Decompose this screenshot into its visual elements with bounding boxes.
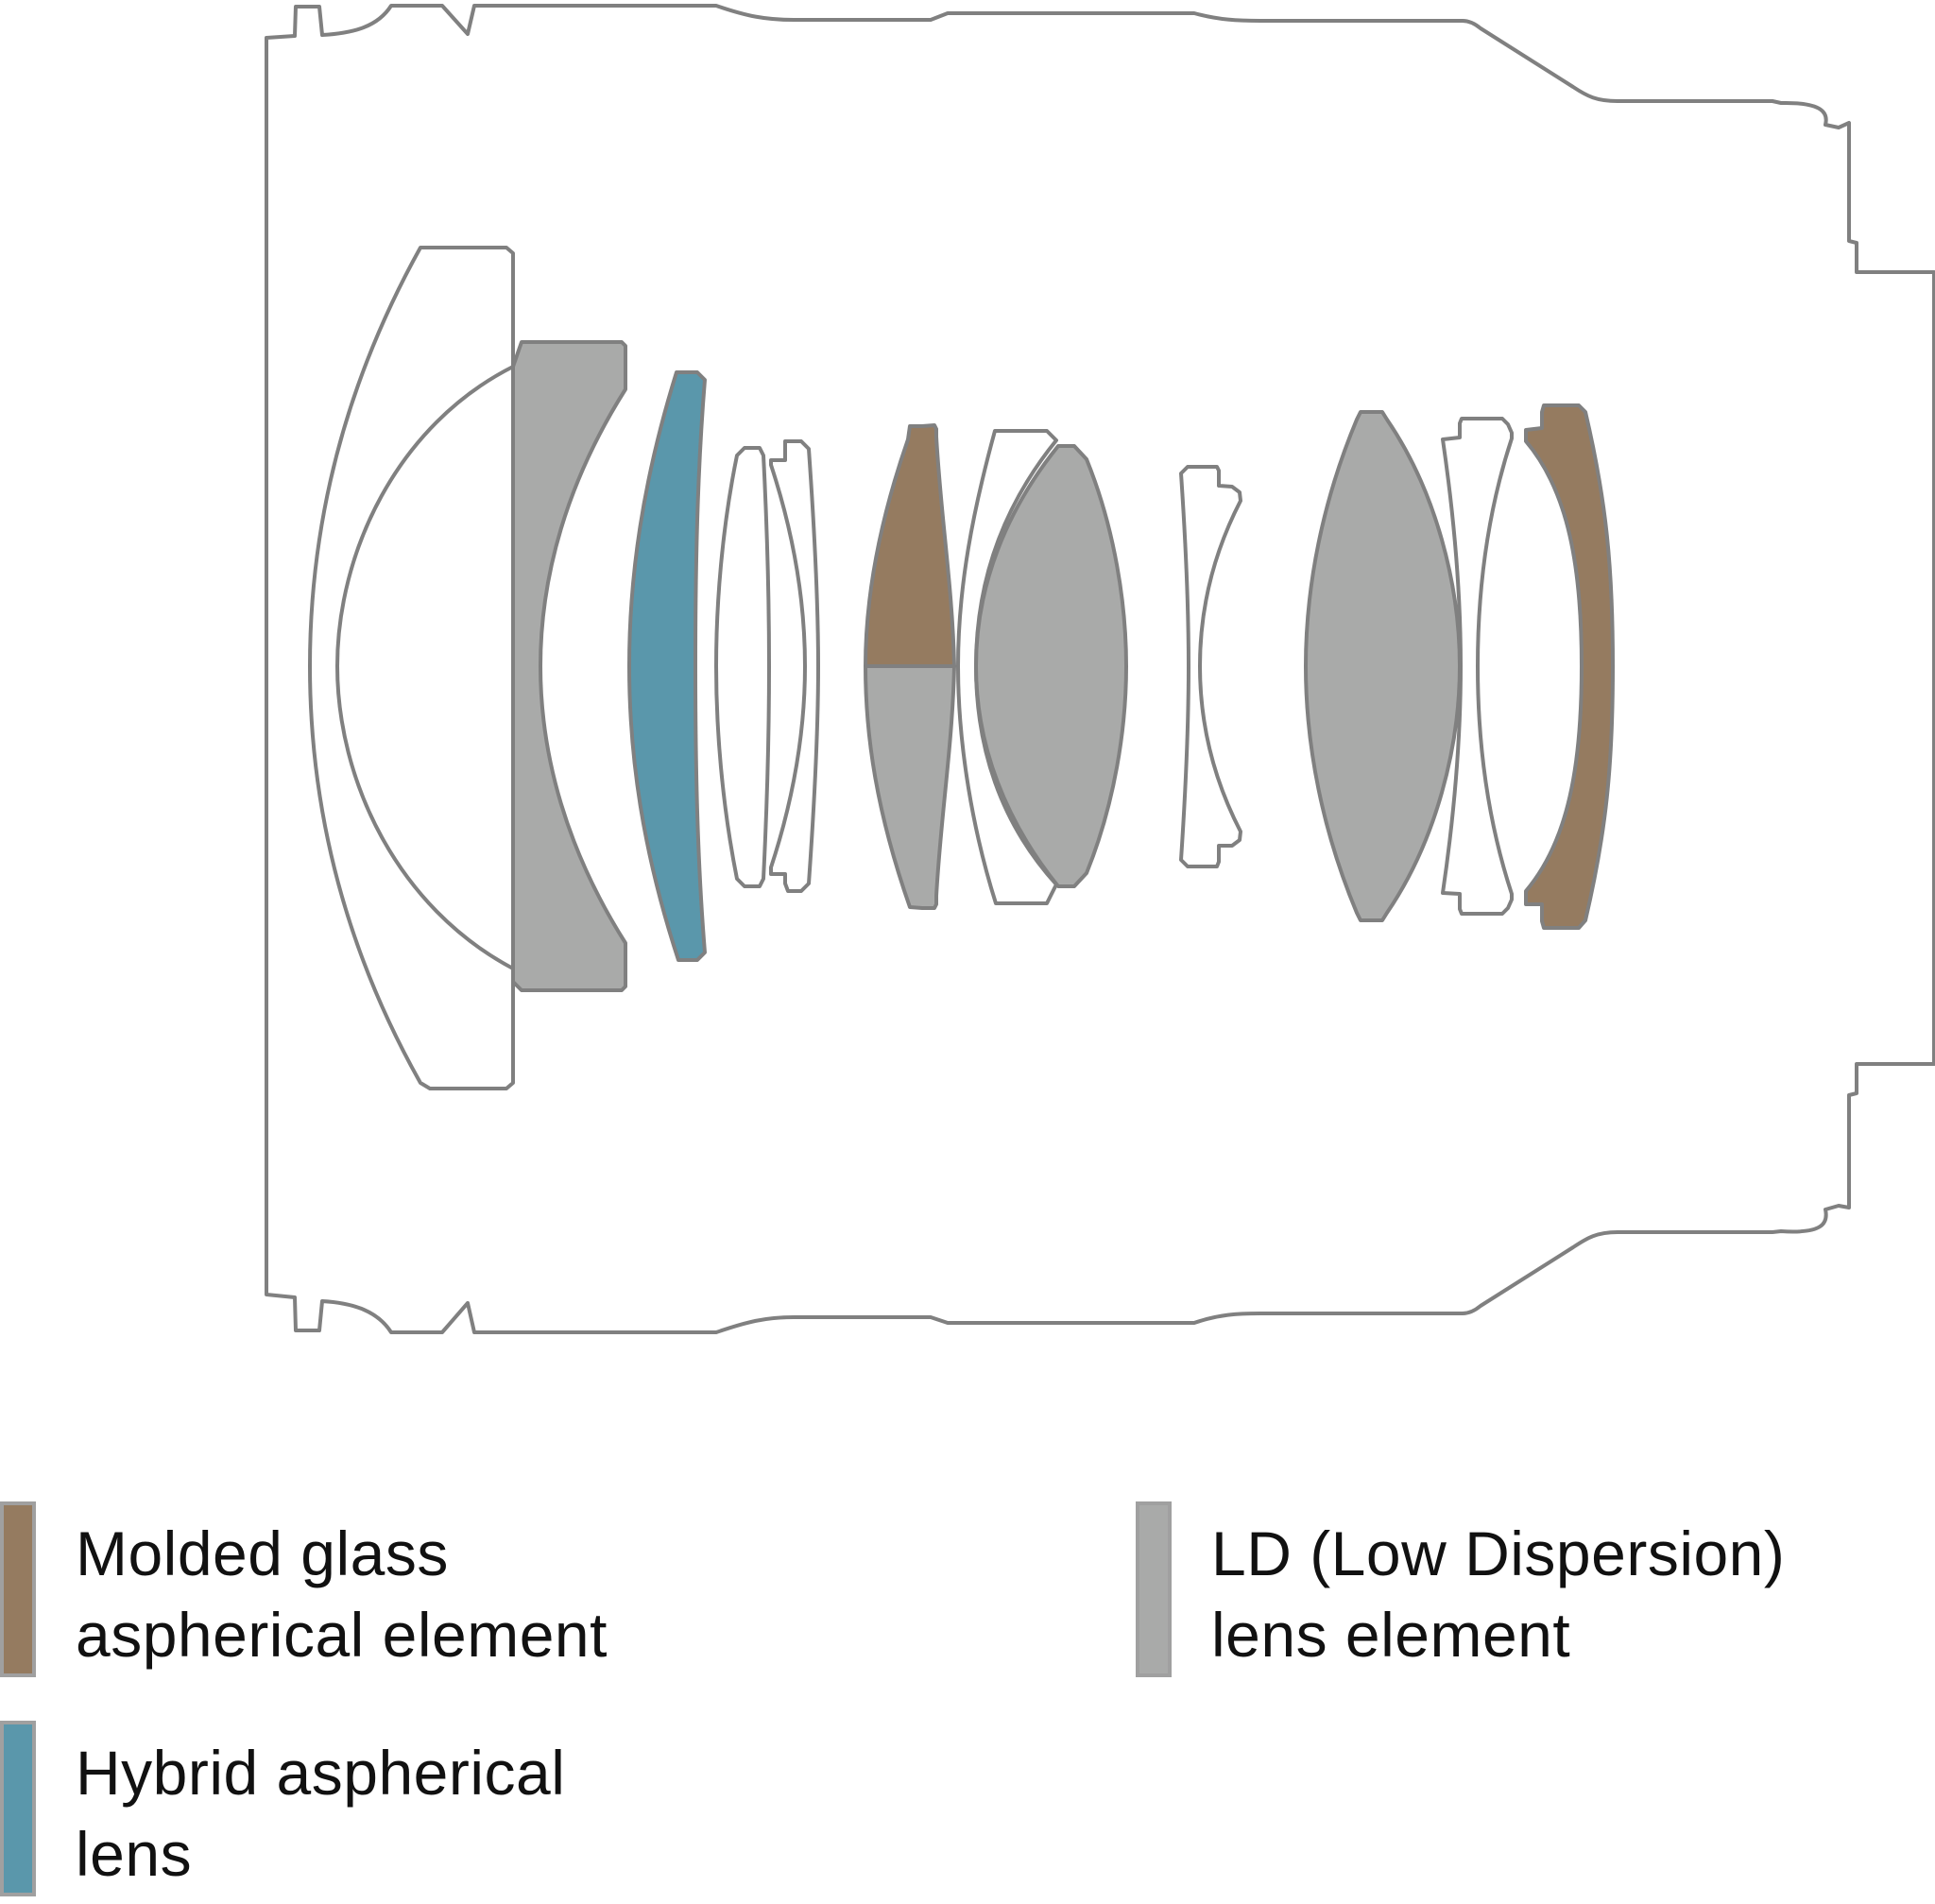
lens-element-2-ld — [511, 340, 627, 992]
lens-element-12-molded — [1524, 403, 1615, 930]
lens-element-5 — [769, 439, 820, 893]
legend-item-ld: LD (Low Dispersion) lens element — [1136, 1501, 1785, 1677]
legend-swatch-ld — [1136, 1501, 1172, 1677]
legend-item-hybrid: Hybrid aspherical lens — [0, 1721, 565, 1896]
lens-element-4 — [714, 446, 771, 888]
legend-label-ld: LD (Low Dispersion) lens element — [1211, 1518, 1786, 1670]
lens-element-10-ld — [1304, 410, 1462, 922]
lens-element-9 — [1179, 465, 1242, 868]
legend-label-molded: Molded glass aspherical element — [76, 1518, 608, 1670]
legend-label-hybrid: Hybrid aspherical lens — [76, 1738, 566, 1889]
lens-element-6-ld — [864, 664, 956, 910]
lens-element-11 — [1441, 417, 1514, 916]
legend-item-molded: Molded glass aspherical element — [0, 1501, 608, 1677]
lens-element-3-hybrid — [627, 370, 707, 962]
lens-element-8-ld — [974, 444, 1128, 888]
legend-swatch-hybrid — [0, 1721, 36, 1896]
legend-swatch-molded — [0, 1501, 36, 1677]
lens-element-1 — [308, 246, 515, 1090]
lens-construction-diagram — [265, 4, 1935, 1334]
